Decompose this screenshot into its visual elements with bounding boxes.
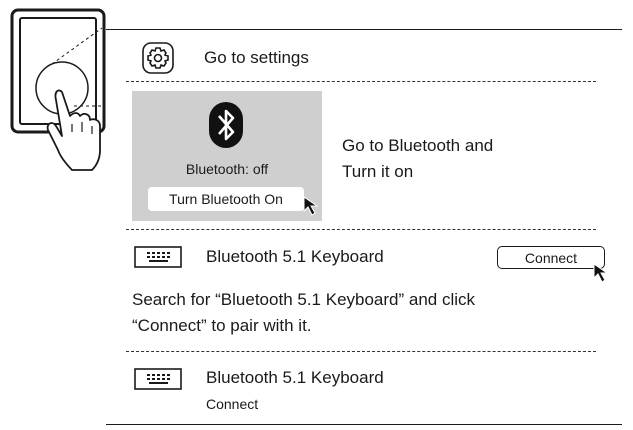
step-settings: Go to settings bbox=[136, 40, 616, 76]
step1-text: Go to settings bbox=[204, 48, 309, 67]
bluetooth-icon bbox=[209, 102, 243, 148]
tablet-hand-illustration bbox=[10, 8, 106, 171]
cursor-arrow-icon bbox=[303, 196, 319, 216]
gear-icon bbox=[142, 42, 174, 74]
top-rule bbox=[106, 29, 622, 30]
bluetooth-status: Bluetooth: off bbox=[185, 161, 269, 177]
step2-instruction-line1: Go to Bluetooth and bbox=[342, 136, 494, 155]
step3-instruction-line1: Search for “Bluetooth 5.1 Keyboard” and … bbox=[132, 290, 476, 309]
step4-device-name: Bluetooth 5.1 Keyboard bbox=[206, 368, 384, 387]
divider-3 bbox=[126, 351, 596, 352]
step3-instruction-line2: “Connect” to pair with it. bbox=[132, 316, 312, 335]
cursor-arrow-icon bbox=[593, 263, 609, 283]
connect-button[interactable]: Connect bbox=[497, 246, 605, 269]
keyboard-icon bbox=[134, 246, 182, 268]
step3-device-name: Bluetooth 5.1 Keyboard bbox=[206, 247, 384, 266]
divider-2 bbox=[126, 229, 596, 230]
step2-instruction-line2: Turn it on bbox=[342, 162, 414, 181]
turn-bluetooth-on-button[interactable]: Turn Bluetooth On bbox=[148, 187, 304, 211]
bottom-rule bbox=[106, 424, 622, 425]
bluetooth-panel: Bluetooth: off Turn Bluetooth On bbox=[132, 91, 322, 221]
step4-status: Connect bbox=[206, 396, 259, 412]
keyboard-icon bbox=[134, 368, 182, 390]
divider-1 bbox=[126, 81, 596, 82]
